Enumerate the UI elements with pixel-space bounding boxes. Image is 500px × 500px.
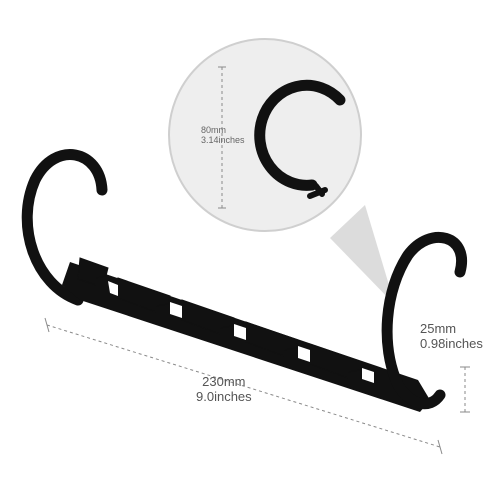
bar-slots	[77, 257, 363, 379]
thickness-label: 25mm 0.98inches	[420, 321, 483, 352]
length-mm: 230mm	[202, 374, 246, 389]
length-in: 9.0inches	[196, 388, 252, 404]
connector-bar	[62, 257, 430, 412]
thickness-dimension-line	[460, 366, 470, 413]
left-hook	[21, 149, 108, 306]
thickness-mm: 25mm	[420, 321, 457, 336]
magnifier-cone	[330, 205, 395, 305]
hook-diameter-in: 3.14inches	[201, 135, 245, 146]
length-label: 230mm 9.0inches	[196, 374, 252, 405]
thickness-in: 0.98inches	[420, 335, 483, 351]
hook-diameter-mm: 80mm	[201, 125, 227, 135]
right-hook	[381, 232, 468, 410]
length-dimension-line	[44, 317, 443, 455]
magnified-hook	[254, 79, 346, 199]
hook-diameter-dimension-line	[218, 66, 226, 209]
hook-diameter-label: 80mm 3.14inches	[201, 125, 245, 146]
